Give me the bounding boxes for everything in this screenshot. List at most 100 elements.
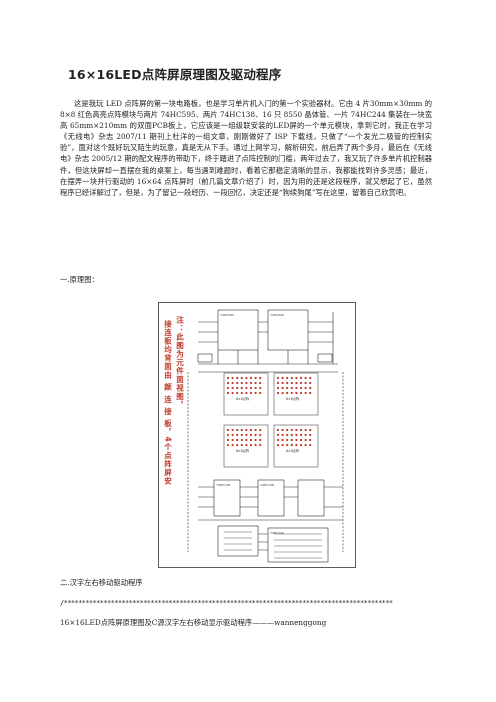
led-dot — [245, 376, 248, 380]
led-dot — [276, 391, 280, 395]
led-dot — [259, 433, 262, 437]
led-dot — [240, 433, 243, 437]
led-dot — [295, 386, 298, 390]
matrix-label-2: 8×8点阵 — [286, 396, 300, 401]
led-dot — [249, 443, 253, 447]
led-dot — [304, 428, 307, 432]
led-dot — [240, 376, 243, 380]
led-dot — [245, 381, 248, 385]
led-dot — [295, 438, 298, 442]
led-dot — [290, 376, 293, 380]
led-dot — [226, 443, 230, 447]
led-dot — [245, 438, 248, 442]
program-subtitle: 16×16LED点阵屏原理图及C源汉字左右移动显示驱动程序———wannengg… — [60, 618, 327, 627]
led-dot — [254, 386, 257, 390]
led-dot — [236, 438, 239, 442]
matrix-label-1: 8×8点阵 — [236, 396, 250, 401]
led-dot — [295, 428, 298, 432]
led-dot — [299, 433, 303, 437]
led-dot — [245, 443, 248, 447]
led-dot — [236, 391, 239, 395]
led-dot — [276, 428, 280, 432]
led-dot — [249, 386, 253, 390]
figure-border — [158, 302, 356, 568]
led-dot — [259, 386, 262, 390]
led-dot — [290, 443, 293, 447]
led-dot — [249, 381, 253, 385]
led-dot — [281, 376, 284, 380]
led-dot — [295, 376, 298, 380]
led-dot — [254, 391, 257, 395]
led-dot — [299, 438, 303, 442]
led-dot — [236, 381, 239, 385]
led-dot — [286, 391, 289, 395]
led-dot — [226, 438, 230, 442]
led-dot — [254, 376, 257, 380]
led-dot — [276, 438, 280, 442]
led-dot — [295, 433, 298, 437]
intro-paragraph: 这是我玩 LED 点阵屏的第一块电路板，也是学习单片机入门的第一个实验器材。它由… — [60, 98, 432, 198]
document-title: 16×16LED点阵屏原理图及驱动程序 — [68, 67, 282, 82]
led-dot — [304, 386, 307, 390]
led-dot — [240, 428, 243, 432]
led-dot — [254, 381, 257, 385]
led-dot — [276, 376, 280, 380]
led-dot — [259, 438, 262, 442]
led-dot — [309, 438, 312, 442]
led-dot — [240, 438, 243, 442]
led-dot — [259, 428, 262, 432]
led-dot — [236, 443, 239, 447]
led-dot — [249, 428, 253, 432]
chip-label-595a: 74HC595 — [220, 313, 234, 317]
led-dot — [226, 386, 230, 390]
led-dot — [286, 428, 289, 432]
led-dot — [245, 391, 248, 395]
led-dot — [231, 381, 234, 385]
led-dot — [245, 386, 248, 390]
led-dot — [309, 381, 312, 385]
led-dot — [226, 433, 230, 437]
led-dot — [276, 381, 280, 385]
led-dot — [231, 376, 234, 380]
led-dot — [299, 381, 303, 385]
led-dot — [254, 443, 257, 447]
led-dot — [276, 386, 280, 390]
chip-label-595b: 74HC595 — [270, 313, 284, 317]
led-dot — [304, 433, 307, 437]
led-dot — [259, 391, 262, 395]
led-dot — [290, 381, 293, 385]
led-dot — [245, 428, 248, 432]
section-program-heading: 二.汉字左右移动驱动程序 — [60, 578, 143, 587]
led-dot — [281, 381, 284, 385]
led-dot — [295, 443, 298, 447]
led-dot — [304, 376, 307, 380]
led-dot — [286, 433, 289, 437]
led-dot — [281, 433, 284, 437]
led-dot — [249, 433, 253, 437]
section-schematic-heading: 一.原理图： — [60, 275, 99, 284]
led-dot — [286, 443, 289, 447]
led-dot — [245, 433, 248, 437]
led-dot — [304, 381, 307, 385]
intro-text: 这是我玩 LED 点阵屏的第一块电路板，也是学习单片机入门的第一个实验器材。它由… — [60, 99, 432, 197]
led-dot — [259, 381, 262, 385]
led-dot — [309, 376, 312, 380]
led-dot — [286, 381, 289, 385]
matrix-label-4: 8×8点阵 — [286, 448, 300, 453]
led-dot — [226, 428, 230, 432]
led-dot — [295, 391, 298, 395]
top-section — [187, 309, 344, 552]
led-dot — [299, 391, 303, 395]
led-dot — [231, 391, 234, 395]
led-dot — [290, 391, 293, 395]
led-dot — [286, 386, 289, 390]
led-dot — [236, 376, 239, 380]
code-comment-stars: /***************************************… — [60, 599, 393, 607]
led-dot — [286, 376, 289, 380]
led-dot — [226, 391, 230, 395]
led-dot — [309, 391, 312, 395]
led-dot — [236, 386, 239, 390]
led-dot — [226, 376, 230, 380]
led-dot — [281, 386, 284, 390]
led-dot — [281, 443, 284, 447]
